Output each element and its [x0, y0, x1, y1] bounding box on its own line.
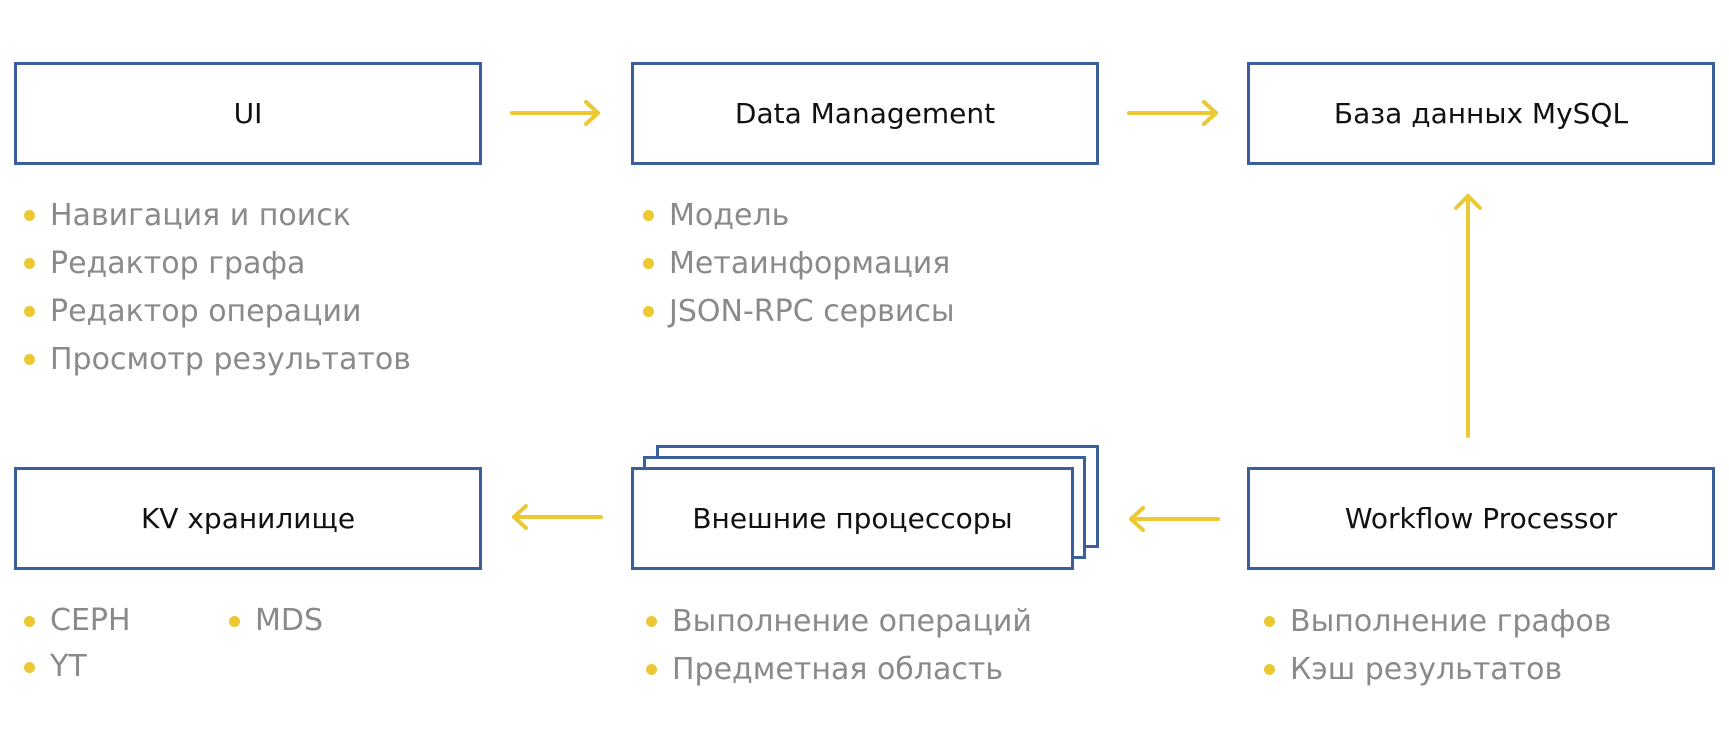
list-item: Предметная область — [636, 646, 1032, 694]
kv-storage-list-col1: CEPH YT — [14, 598, 131, 690]
list-item: Кэш результатов — [1254, 646, 1611, 694]
list-item: Выполнение операций — [636, 598, 1032, 646]
node-ui: UI — [14, 62, 482, 165]
list-item: Редактор операции — [14, 288, 411, 336]
node-workflow-processor-label: Workflow Processor — [1344, 502, 1618, 535]
list-item: CEPH — [14, 598, 131, 644]
list-item: Просмотр результатов — [14, 336, 411, 384]
arrow-workflow-to-external — [1129, 506, 1220, 532]
ui-feature-list: Навигация и поиск Редактор графа Редакто… — [14, 192, 411, 384]
data-management-feature-list: Модель Метаинформация JSON-RPC сервисы — [633, 192, 955, 336]
list-item: Метаинформация — [633, 240, 955, 288]
external-processors-list: Выполнение операций Предметная область — [636, 598, 1032, 694]
node-kv-storage: KV хранилище — [14, 467, 482, 570]
node-mysql: База данных MySQL — [1247, 62, 1715, 165]
node-external-processors: Внешние процессоры — [631, 467, 1074, 570]
list-item: MDS — [219, 598, 323, 644]
list-item: JSON-RPC сервисы — [633, 288, 955, 336]
node-external-processors-label: Внешние процессоры — [692, 502, 1013, 535]
list-item: Модель — [633, 192, 955, 240]
workflow-processor-list: Выполнение графов Кэш результатов — [1254, 598, 1611, 694]
arrow-ui-to-data-management — [510, 100, 600, 126]
list-item: Выполнение графов — [1254, 598, 1611, 646]
node-ui-label: UI — [233, 97, 263, 130]
list-item: YT — [14, 644, 131, 690]
list-item: Редактор графа — [14, 240, 411, 288]
arrow-data-management-to-mysql — [1127, 100, 1218, 126]
node-workflow-processor: Workflow Processor — [1247, 467, 1715, 570]
list-item: Навигация и поиск — [14, 192, 411, 240]
node-data-management-label: Data Management — [734, 97, 996, 130]
node-kv-storage-label: KV хранилище — [140, 502, 356, 535]
node-data-management: Data Management — [631, 62, 1099, 165]
arrow-external-to-kv — [512, 504, 603, 530]
arrow-workflow-to-mysql — [1454, 194, 1482, 438]
node-mysql-label: База данных MySQL — [1333, 97, 1629, 130]
kv-storage-list-col2: MDS — [219, 598, 323, 644]
